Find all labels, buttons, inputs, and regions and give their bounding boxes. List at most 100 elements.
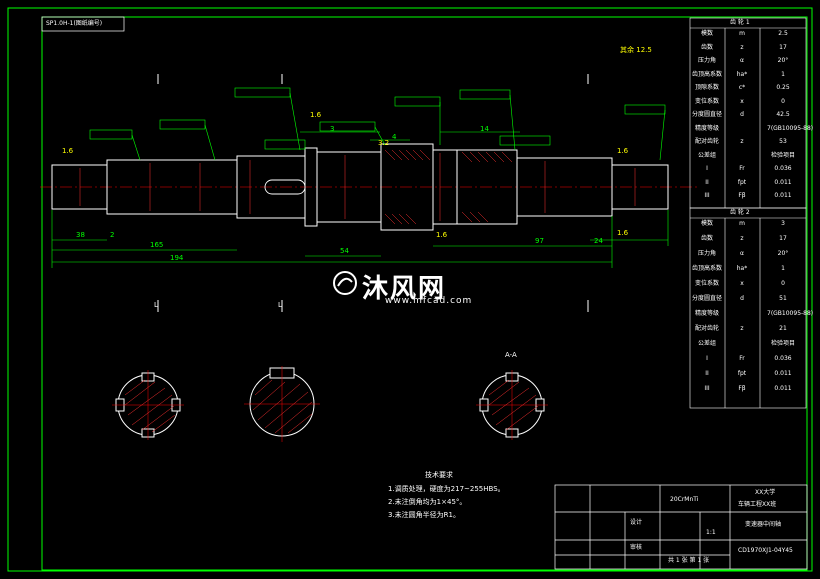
gear-table-1-cell: II	[705, 178, 709, 186]
gear-table-1-cell: d	[740, 111, 744, 118]
dim-length-38: 38	[76, 231, 85, 239]
diameter-marks	[79, 153, 636, 221]
section-hatch-1	[124, 379, 176, 433]
dim-roughness-3: 1.6	[617, 147, 629, 155]
dim-roughness-4: 3.2	[378, 139, 390, 147]
gear-table-2-cell: 0.011	[774, 385, 792, 392]
watermark-text: 沐风网	[362, 274, 447, 304]
dim-length-4: 4	[392, 133, 397, 141]
title-sheet-info: 共 1 张 第 1 张	[668, 557, 710, 564]
gear-table-1-cell: 42.5	[776, 111, 790, 118]
gear-table-2-cell: 检验项目	[770, 340, 795, 347]
dim-roughness-5: 1.6	[436, 231, 448, 239]
gear-table-1-cell: 0.25	[776, 84, 790, 91]
gear-table-1-cell: 0.011	[774, 192, 792, 199]
gear-table-2-cell: 0	[781, 280, 785, 287]
gear-table-1-cell: I	[706, 165, 708, 172]
gear-table-2-cell: 精度等级	[694, 310, 719, 317]
section-view-2	[244, 366, 320, 442]
gear-table-2-cell: z	[740, 235, 744, 242]
tech-requirement-2: 2.未注倒角均为1×45°。	[388, 498, 467, 506]
gear-table-2-cell: III	[704, 385, 710, 392]
section-hatch-2	[252, 379, 313, 434]
dim-roughness-2: 1.6	[310, 111, 322, 119]
title-dept: 车辆工程XX班	[738, 501, 777, 508]
watermark-url: www.mfcad.com	[385, 296, 473, 306]
gear-table-1-cell: 0	[781, 97, 785, 105]
gear-table-2-cell: II	[705, 370, 709, 377]
dimension-lines	[51, 131, 669, 268]
shaft-outline	[51, 143, 669, 231]
gear-table-1-cell: 齿顶高系数	[691, 70, 722, 78]
gear-table-2-cell: ha*	[736, 265, 748, 272]
gear-table-1-cell: 0.011	[774, 178, 792, 186]
drawing-code-box	[41, 16, 125, 32]
gear-table-1-cell: 齿数	[700, 43, 713, 51]
title-block-grid	[554, 484, 808, 570]
gear-table-1-cell: α	[740, 57, 744, 64]
gear-table-1-cell: 17	[779, 43, 787, 51]
gear-table-2-cell: 齿数	[700, 235, 713, 242]
title-material: 20CrMnTi	[670, 496, 699, 503]
gear-table-1-cell: Fβ	[738, 192, 746, 199]
section-a-a-title: A-A	[505, 351, 517, 359]
gear-table-2-cell: 1	[781, 265, 785, 272]
tech-requirements-title: 技术要求	[425, 471, 453, 479]
tolerance-leaders	[89, 87, 666, 161]
gear-table-2-cell: 变位系数	[694, 280, 719, 287]
gear-teeth-2	[461, 151, 513, 223]
title-drawing-code: CD1970XJ1-04Y45	[738, 547, 793, 554]
dim-roughness-6: 1.6	[617, 229, 629, 237]
gear-table-2-cell: 3	[781, 220, 785, 227]
watermark-logo-icon	[333, 271, 357, 295]
dim-length-2: 2	[110, 231, 115, 239]
gear-table-1-cell: c*	[738, 84, 746, 91]
gear-table-1-title: 齿 轮 1	[730, 19, 750, 26]
title-checker: 审核	[630, 544, 643, 551]
gear-table-1-cell: ha*	[736, 70, 748, 78]
gear-table-1-cell: III	[704, 192, 710, 199]
gear-table-1-cell: 53	[779, 138, 787, 145]
gear-table-1-cell: 顶隙系数	[694, 84, 719, 91]
gear-table-2-cell: 公差组	[697, 340, 716, 347]
gear-table-1-cell: 精度等级	[694, 124, 719, 132]
gear-table-2-cell: 压力角	[697, 250, 716, 257]
gear-table-2-grid	[689, 207, 807, 409]
dim-roughness-1: 1.6	[62, 147, 74, 155]
gear-table-2-cell: Fr	[739, 355, 745, 362]
gear-table-2-cell: 51	[779, 295, 787, 302]
gear-table-2-cell: 分度圆直径	[691, 295, 722, 302]
gear-table-2-cell: d	[740, 295, 744, 302]
gear-table-1-cell: 压力角	[697, 57, 716, 64]
tech-requirement-3: 3.未注圆角半径为R1。	[388, 511, 460, 519]
gear-table-2-cell: Fβ	[738, 385, 746, 392]
dim-length-165: 165	[150, 241, 164, 249]
gear-table-1-cell: 2.5	[778, 30, 788, 37]
gear-table-2-cell: 17	[779, 235, 787, 242]
dim-length-194: 194	[170, 254, 184, 262]
gear-table-2-cell: 0.011	[774, 370, 792, 377]
title-drawing-name: 变速器中间轴	[745, 521, 782, 528]
section-view-1	[112, 370, 184, 440]
inner-frame	[41, 16, 808, 571]
gear-table-1-cell: 公差组	[697, 151, 716, 159]
dim-length-54: 54	[340, 247, 349, 255]
gear-table-2-cell: x	[740, 280, 744, 287]
gear-table-2-cell: fpt	[737, 370, 747, 377]
outer-frame	[7, 7, 813, 572]
gear-teeth-1	[384, 149, 431, 225]
gear-table-2-cell: 齿顶高系数	[691, 265, 722, 272]
gear-table-1-cell: 分度圆直径	[691, 111, 722, 118]
gear-table-2-cell: α	[740, 250, 744, 257]
gear-table-1-cell: 配对齿轮	[694, 138, 719, 145]
gear-table-1-cell: 7(GB10095-88)	[767, 124, 814, 132]
section-cut-label-right: L	[278, 301, 282, 309]
dim-length-3: 3	[330, 125, 335, 133]
gear-table-1-cell: x	[740, 97, 744, 105]
section-cut-label-left: L	[154, 301, 158, 309]
roughness-rest-value: 12.5	[636, 46, 652, 54]
gear-table-2-cell: z	[740, 325, 744, 332]
roughness-rest-symbol: 其余 12.5	[620, 47, 652, 54]
title-designer: 设计	[630, 519, 643, 526]
